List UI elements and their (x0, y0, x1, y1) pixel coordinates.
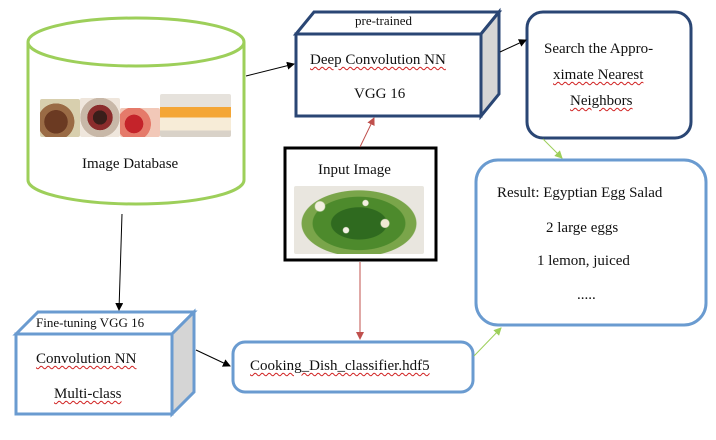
result-box (474, 158, 708, 327)
result-line2: 2 large eggs (546, 220, 619, 236)
database-thumbnail-4 (160, 94, 231, 137)
result-line4: ..... (577, 287, 596, 303)
classifier-label: Cooking_Dish_classifier.hdf5 (250, 358, 430, 374)
classifier-box (231, 340, 475, 394)
result-line3: 1 lemon, juiced (537, 253, 630, 269)
arrow-input-to-pretrained (359, 117, 375, 148)
pretrained-line1: Deep Convolution NN (310, 52, 446, 68)
pretrained-tag: pre-trained (355, 13, 413, 28)
input-salad-photo (294, 186, 424, 254)
result-line1: Result: Egyptian Egg Salad (497, 185, 663, 201)
arrow-database-to-finetune (115, 213, 124, 311)
arrow-classifier-to-result (473, 327, 502, 357)
pretrained-line2: VGG 16 (354, 86, 406, 102)
database-label: Image Database (82, 156, 179, 172)
arrow-search-to-result (542, 138, 563, 159)
finetune-tag: Fine-tuning VGG 16 (36, 315, 145, 330)
arrow-pretrained-to-search (499, 39, 527, 53)
search-box (525, 10, 693, 140)
search-line3: Neighbors (570, 93, 633, 109)
input-image-label: Input Image (318, 162, 391, 178)
finetune-line1: Convolution NN (36, 351, 137, 367)
finetune-cube (12, 308, 198, 418)
database-thumbnail-2 (80, 98, 120, 137)
finetune-line2: Multi-class (54, 386, 122, 402)
search-line1: Search the Appro- (544, 41, 654, 57)
pretrained-cube (292, 7, 503, 121)
database-thumbnail-3 (120, 108, 160, 137)
search-line2: ximate Nearest (553, 67, 644, 83)
arrow-database-to-pretrained (245, 61, 295, 77)
arrow-finetune-to-classifier (195, 349, 231, 367)
database-thumbnail-1 (40, 99, 80, 137)
